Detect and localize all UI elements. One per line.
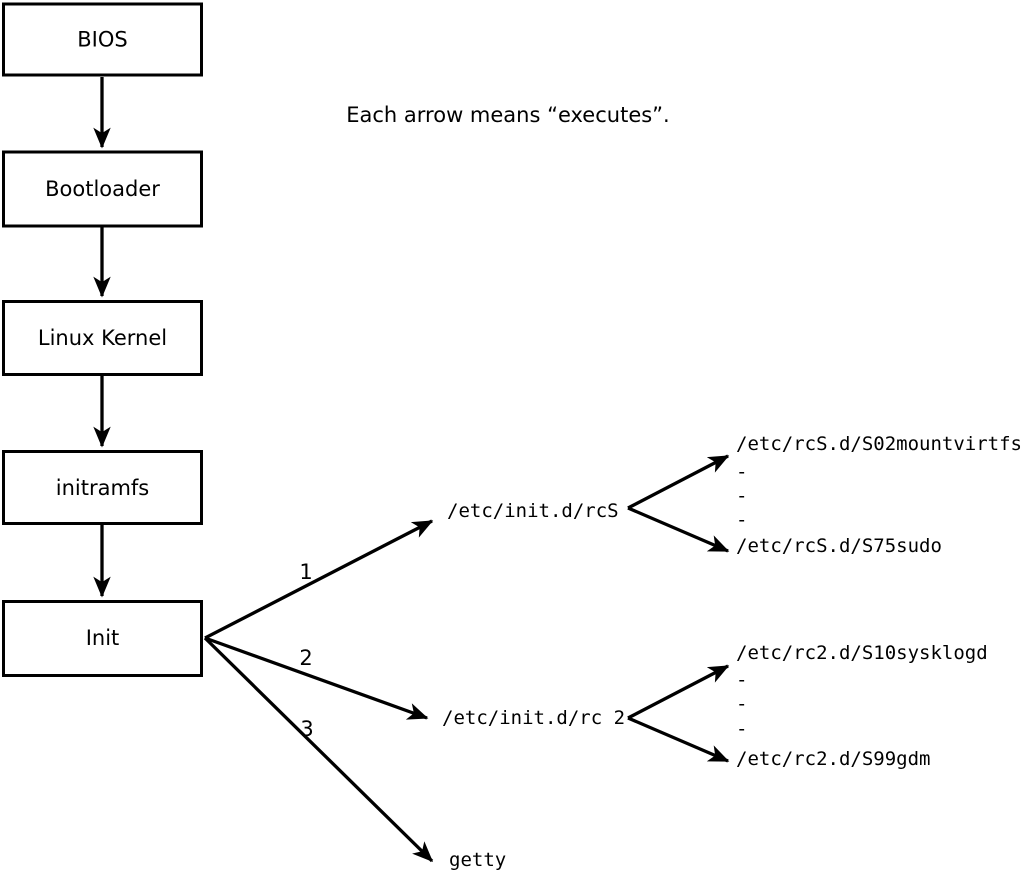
node-linux-kernel: Linux Kernel bbox=[2, 300, 203, 376]
rcs-ellipsis-dash-1: - bbox=[736, 461, 747, 483]
note-text: Each arrow means “executes”. bbox=[346, 103, 669, 127]
node-initramfs-rect bbox=[2, 450, 203, 525]
arrow-rc2-to-last-script bbox=[627, 716, 730, 763]
node-initramfs-label: initramfs bbox=[56, 476, 150, 500]
rc2-script-last: /etc/rc2.d/S99gdm bbox=[736, 748, 930, 770]
node-bios: BIOS bbox=[2, 2, 203, 77]
node-bootloader-label: Bootloader bbox=[45, 177, 160, 201]
branch-order-1: 1 bbox=[299, 560, 312, 584]
arrow-init-to-rc2 bbox=[204, 636, 429, 720]
rcs-script-last: /etc/rcS.d/S75sudo bbox=[736, 535, 942, 557]
rc2-ellipsis-dash-1: - bbox=[736, 669, 747, 691]
node-linux-kernel-rect bbox=[2, 300, 203, 376]
rc2-ellipsis-dash-2: - bbox=[736, 693, 747, 715]
target-getty-label: getty bbox=[449, 849, 506, 871]
target-rcs-label: /etc/init.d/rcS bbox=[447, 500, 619, 522]
branch-order-2: 2 bbox=[299, 646, 312, 670]
rcs-ellipsis-dash-2: - bbox=[736, 485, 747, 507]
arrow-rcs-to-last-script bbox=[627, 506, 730, 553]
rcs-ellipsis-dash-3: - bbox=[736, 509, 747, 531]
rc2-ellipsis-dash-3: - bbox=[736, 718, 747, 740]
node-bootloader-rect bbox=[2, 150, 203, 228]
node-bootloader: Bootloader bbox=[2, 150, 203, 228]
arrow-init-to-rcs bbox=[204, 519, 434, 640]
arrow-rcs-to-first-script bbox=[627, 454, 730, 510]
rc2-script-first: /etc/rc2.d/S10sysklogd bbox=[736, 642, 988, 664]
node-bios-label: BIOS bbox=[77, 28, 127, 52]
arrow-rc2-to-first-script bbox=[627, 664, 730, 720]
node-init: Init bbox=[2, 600, 203, 677]
target-rc2-label: /etc/init.d/rc 2 bbox=[442, 707, 625, 729]
branch-order-3: 3 bbox=[300, 717, 313, 741]
arrow-init-to-getty bbox=[203, 636, 434, 863]
node-init-label: Init bbox=[86, 626, 120, 650]
node-init-rect bbox=[2, 600, 203, 677]
node-initramfs: initramfs bbox=[2, 450, 203, 525]
rcs-script-first: /etc/rcS.d/S02mountvirtfs bbox=[736, 433, 1022, 455]
node-bios-rect bbox=[2, 2, 203, 77]
node-linux-kernel-label: Linux Kernel bbox=[38, 326, 167, 350]
